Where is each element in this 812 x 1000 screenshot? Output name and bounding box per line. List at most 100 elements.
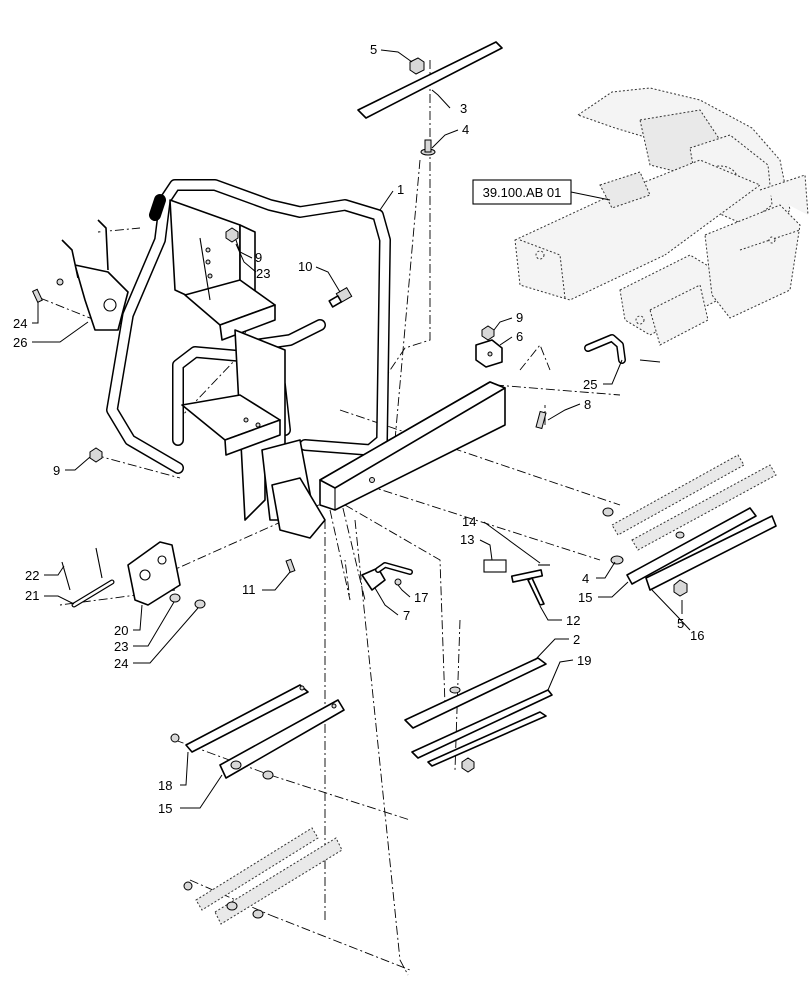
svg-text:9: 9 — [255, 250, 262, 265]
callout-24-lower[interactable]: 24 — [114, 607, 199, 671]
svg-text:4: 4 — [582, 571, 589, 586]
part-7-latch[interactable] — [361, 562, 413, 591]
svg-text:16: 16 — [690, 628, 704, 643]
svg-text:19: 19 — [577, 653, 591, 668]
callout-17[interactable]: 17 — [397, 584, 428, 605]
part-21-pin[interactable] — [71, 579, 115, 608]
callout-15-lower[interactable]: 15 — [158, 774, 223, 816]
callout-7[interactable]: 7 — [374, 587, 410, 623]
part-5-nut-right[interactable] — [673, 579, 688, 597]
callout-25[interactable]: 25 — [583, 359, 623, 392]
callout-3[interactable]: 3 — [431, 89, 467, 116]
svg-text:4: 4 — [462, 122, 469, 137]
frame-weldment[interactable] — [169, 199, 326, 539]
part-3-strip[interactable] — [357, 41, 503, 119]
part-10-plug[interactable] — [328, 286, 353, 308]
callout-2[interactable]: 2 — [534, 632, 580, 661]
callout-12[interactable]: 12 — [539, 605, 580, 628]
callout-4-right[interactable]: 4 — [582, 561, 616, 586]
part-15-strip-right[interactable] — [626, 507, 777, 591]
part-15-strip-lower[interactable] — [219, 699, 345, 779]
part-22-clip[interactable] — [61, 547, 103, 591]
svg-text:24: 24 — [13, 316, 27, 331]
callout-14[interactable]: 14 — [462, 514, 541, 564]
svg-text:23: 23 — [114, 639, 128, 654]
svg-text:12: 12 — [566, 613, 580, 628]
callout-23-lower[interactable]: 23 — [114, 601, 175, 654]
callout-11[interactable]: 11 — [242, 571, 291, 597]
callout-9-block[interactable]: 9 — [493, 310, 523, 331]
svg-text:22: 22 — [25, 568, 39, 583]
part-9-nut-left[interactable] — [89, 447, 103, 463]
part-20-latch-plate[interactable] — [127, 541, 181, 606]
part-5-nut-top[interactable] — [409, 57, 425, 75]
callout-20[interactable]: 20 — [114, 604, 143, 638]
callout-4-top[interactable]: 4 — [431, 122, 469, 149]
part-4-washer-right[interactable] — [610, 555, 624, 565]
part-19-strip[interactable] — [411, 689, 553, 767]
callout-23-upper[interactable]: 23 — [235, 243, 270, 281]
svg-text:23: 23 — [256, 266, 270, 281]
svg-text:8: 8 — [584, 397, 591, 412]
callout-13[interactable]: 13 — [460, 532, 493, 561]
part-23-washer[interactable] — [169, 593, 181, 603]
reference-label[interactable]: 39.100.AB 01 — [472, 179, 611, 205]
callout-5-top[interactable]: 5 — [370, 42, 413, 63]
ghost-strips-bottom — [183, 827, 343, 925]
part-12-t-pin[interactable] — [510, 569, 545, 606]
svg-text:7: 7 — [403, 608, 410, 623]
svg-text:10: 10 — [298, 259, 312, 274]
callout-8[interactable]: 8 — [547, 397, 591, 421]
part-2-strip[interactable] — [404, 657, 547, 729]
part-24-bolt-upper[interactable] — [31, 288, 43, 303]
svg-text:9: 9 — [516, 310, 523, 325]
svg-text:11: 11 — [242, 582, 256, 597]
callout-19[interactable]: 19 — [547, 653, 591, 691]
part-24-bolt-lower[interactable] — [194, 599, 206, 609]
svg-text:2: 2 — [573, 632, 580, 647]
washer-ghost — [602, 507, 614, 517]
ghost-strip-upper-right — [611, 454, 777, 551]
callout-15-right[interactable]: 15 — [578, 581, 629, 605]
svg-text:15: 15 — [578, 590, 592, 605]
svg-text:9: 9 — [53, 463, 60, 478]
svg-text:5: 5 — [370, 42, 377, 57]
part-9-nut-block[interactable] — [481, 325, 495, 341]
part-25-handle[interactable] — [584, 334, 661, 364]
lower-hardware — [170, 733, 274, 780]
callout-22[interactable]: 22 — [25, 565, 65, 583]
callout-16[interactable]: 16 — [651, 589, 704, 643]
part-4-bolt-top[interactable] — [420, 139, 436, 156]
svg-text:20: 20 — [114, 623, 128, 638]
svg-text:25: 25 — [583, 377, 597, 392]
svg-text:24: 24 — [114, 656, 128, 671]
part-26-latch-plate[interactable] — [56, 219, 129, 331]
part-8-bolt[interactable] — [535, 410, 547, 430]
part-13-spring[interactable] — [483, 559, 507, 573]
part-17-nut[interactable] — [394, 578, 402, 586]
callout-18[interactable]: 18 — [158, 751, 189, 793]
washer-ghost-2 — [675, 531, 685, 539]
svg-text:3: 3 — [460, 101, 467, 116]
callout-1[interactable]: 1 — [379, 182, 404, 211]
svg-text:13: 13 — [460, 532, 474, 547]
part-11-bolt[interactable] — [285, 558, 296, 573]
callout-10[interactable]: 10 — [298, 259, 341, 293]
part-9-nut-upper[interactable] — [225, 227, 239, 243]
horizontal-beam[interactable] — [319, 381, 506, 511]
reference-text: 39.100.AB 01 — [483, 185, 562, 200]
ghost-frame-assembly — [514, 87, 809, 346]
callout-9-left[interactable]: 9 — [53, 456, 91, 478]
part-washer-center[interactable] — [449, 686, 475, 773]
part-18-strip[interactable] — [185, 684, 309, 753]
callout-24-upper[interactable]: 24 — [13, 302, 39, 331]
callout-21[interactable]: 21 — [25, 588, 75, 605]
svg-text:1: 1 — [397, 182, 404, 197]
callout-26[interactable]: 26 — [13, 321, 89, 350]
callout-6[interactable]: 6 — [499, 329, 523, 346]
svg-text:18: 18 — [158, 778, 172, 793]
svg-text:5: 5 — [677, 616, 684, 631]
part-6-block[interactable] — [475, 339, 503, 368]
callout-5-right[interactable]: 5 — [677, 600, 684, 631]
